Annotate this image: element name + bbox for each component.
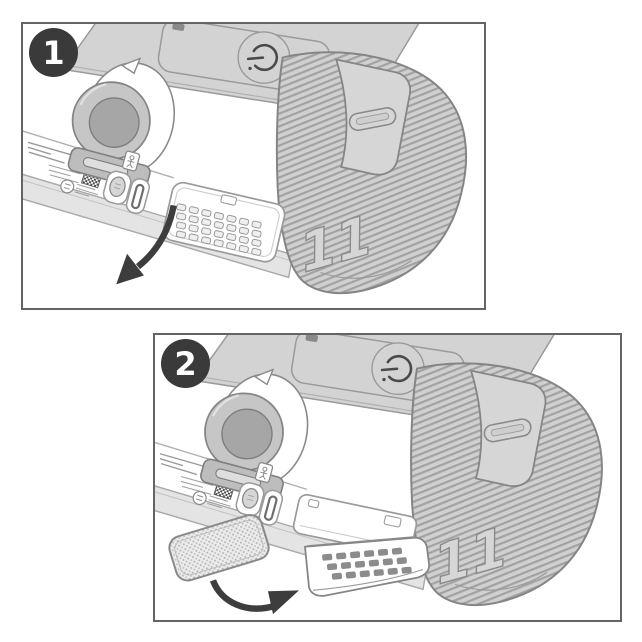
step-1-badge: 1 [29,28,78,77]
step-2-badge: 2 [161,339,210,388]
step-1-illustration [23,24,468,295]
step-2-illustration [155,335,604,620]
step-2-number: 2 [174,344,197,383]
step-2-panel: 2 [153,333,622,622]
step-1-panel: 1 [21,22,486,310]
step-1-number: 1 [42,33,65,72]
